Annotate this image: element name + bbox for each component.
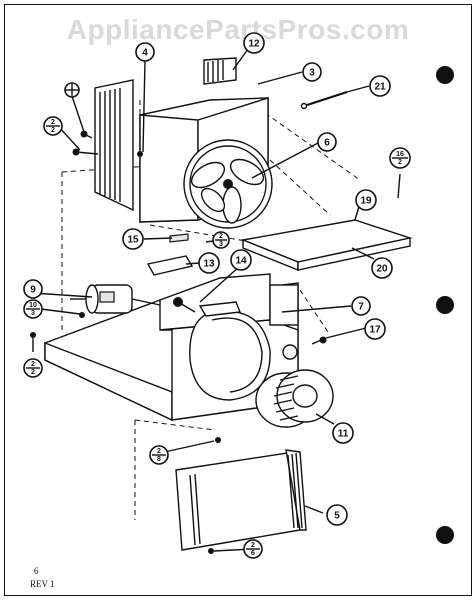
svg-text:2: 2 [51, 119, 55, 126]
svg-text:11: 11 [338, 429, 349, 440]
svg-text:3: 3 [219, 241, 223, 248]
fan-shroud-housing [139, 97, 273, 229]
svg-text:19: 19 [360, 196, 372, 207]
svg-text:2: 2 [251, 542, 255, 549]
crosshair-symbol [64, 82, 80, 98]
callout-9: 9 [23, 279, 43, 299]
diagram-border [4, 4, 472, 596]
svg-text:2: 2 [398, 159, 402, 166]
callout-fraction-16-2: 16 2 [389, 147, 411, 169]
callout-fraction-2-6: 2 6 [243, 539, 263, 559]
callout-fraction-2-2-left: 2 2 [43, 116, 63, 136]
svg-text:9: 9 [30, 285, 36, 296]
svg-text:7: 7 [358, 302, 364, 313]
fan-blade-assembly [190, 158, 265, 224]
svg-text:20: 20 [376, 264, 388, 275]
callout-21: 21 [369, 75, 391, 97]
svg-text:12: 12 [248, 39, 260, 50]
svg-text:2: 2 [31, 369, 35, 376]
svg-text:10: 10 [29, 302, 37, 309]
svg-text:2: 2 [157, 448, 161, 455]
svg-text:4: 4 [142, 48, 148, 59]
callout-7: 7 [351, 296, 371, 316]
callout-4: 4 [135, 42, 155, 62]
svg-text:6: 6 [251, 550, 255, 557]
callout-11: 11 [332, 422, 354, 444]
callout-12: 12 [243, 32, 265, 54]
punch-hole-middle [436, 296, 454, 314]
callout-19: 19 [355, 189, 377, 211]
svg-text:17: 17 [369, 325, 381, 336]
svg-text:2: 2 [219, 233, 223, 240]
callout-fraction-2-8: 2 8 [149, 445, 169, 465]
svg-text:2: 2 [31, 361, 35, 368]
small-hardware-parts [30, 297, 327, 360]
motor-part [70, 284, 161, 314]
svg-text:13: 13 [203, 259, 215, 270]
callout-6: 6 [317, 132, 337, 152]
svg-text:3: 3 [309, 68, 315, 79]
callout-3: 3 [302, 62, 322, 82]
rod-part [300, 90, 348, 110]
callout-17: 17 [364, 318, 386, 340]
callout-fraction-2-2-lower: 2 2 [23, 358, 43, 378]
svg-text:14: 14 [235, 256, 247, 267]
top-grille-piece [203, 57, 237, 85]
blower-wheel [255, 369, 334, 428]
punch-hole-bottom [436, 526, 454, 544]
page-number: 6 [34, 566, 39, 576]
watermark-text: AppliancePartsPros.com [66, 14, 410, 45]
revision-label: REV 1 [30, 579, 55, 589]
svg-text:6: 6 [324, 138, 330, 149]
screw-hardware-left [72, 130, 143, 157]
callout-13: 13 [198, 252, 220, 274]
callout-20: 20 [371, 257, 393, 279]
callout-14: 14 [230, 249, 252, 271]
callout-fraction-10-3: 10 3 [23, 299, 43, 319]
svg-text:21: 21 [374, 82, 386, 93]
filter-cover-panel [240, 219, 413, 272]
bracket-part [146, 233, 194, 276]
svg-text:2: 2 [51, 127, 55, 134]
svg-text:3: 3 [31, 310, 35, 317]
callout-15: 15 [122, 228, 144, 250]
svg-text:16: 16 [396, 151, 404, 158]
left-side-panel [94, 79, 134, 212]
callout-5: 5 [326, 504, 348, 526]
svg-text:15: 15 [127, 235, 139, 246]
svg-text:8: 8 [157, 456, 161, 463]
svg-text:5: 5 [334, 511, 340, 522]
punch-hole-top [436, 66, 454, 84]
leader-lines [32, 48, 401, 552]
callout-fraction-2-3: 2 3 [212, 231, 230, 249]
lower-grille-panel [175, 437, 307, 554]
